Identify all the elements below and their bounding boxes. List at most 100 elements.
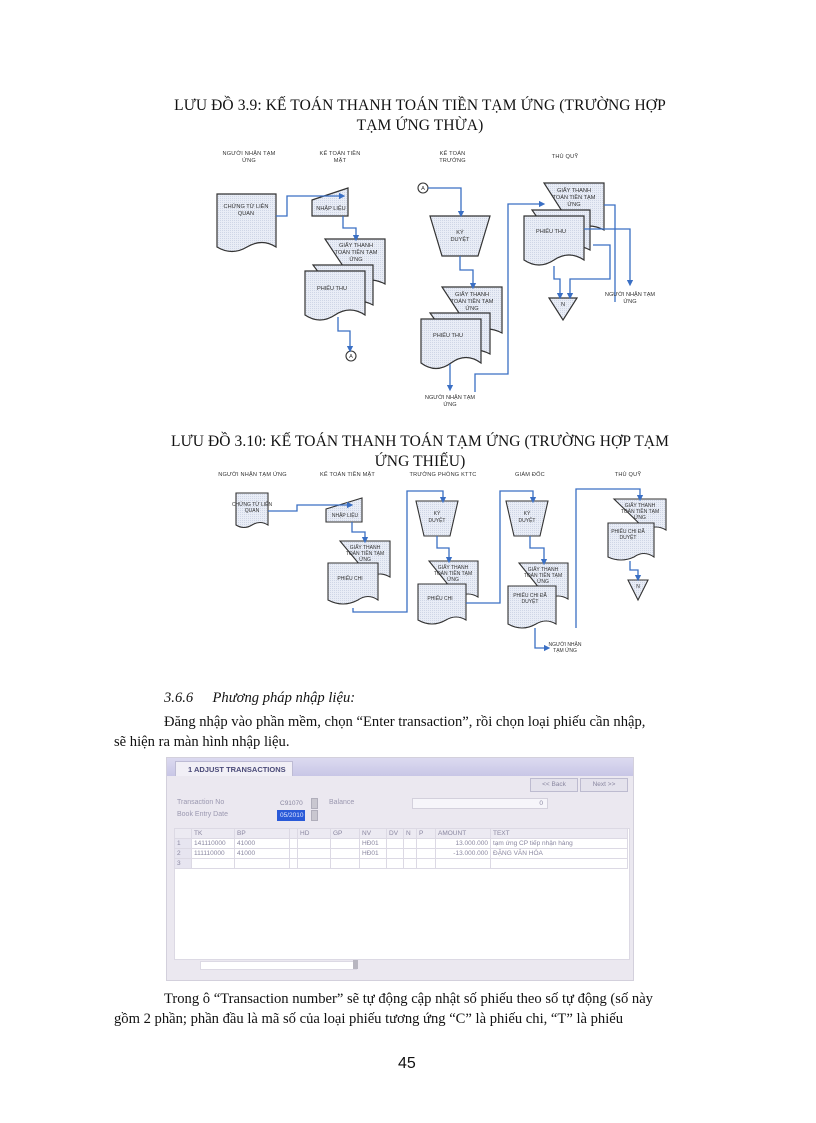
cell-sep: [289, 848, 298, 859]
shape-label: N: [636, 584, 640, 590]
next-button[interactable]: Next >>: [580, 778, 628, 792]
cell-text[interactable]: ĐẶNG VĂN HÓA: [490, 848, 628, 859]
cell-nv[interactable]: [359, 858, 387, 869]
cell-nv[interactable]: HĐ01: [359, 848, 387, 859]
diagram-3-9-title: LƯU ĐỒ 3.9: KẾ TOÁN THANH TOÁN TIỀN TẠM …: [120, 96, 720, 136]
grid-header[interactable]: N: [403, 828, 417, 839]
paragraph-line: Đăng nhập vào phần mềm, chọn “Enter tran…: [164, 714, 646, 730]
table-row[interactable]: 3: [174, 858, 628, 869]
grid-header[interactable]: AMOUNT: [435, 828, 491, 839]
cell-bp[interactable]: [234, 858, 290, 869]
cell-hd[interactable]: [297, 848, 331, 859]
balance-field[interactable]: 0: [412, 798, 548, 809]
shape-label: QUAN: [238, 211, 254, 217]
cell-sep: [289, 858, 298, 869]
cell-amount[interactable]: [435, 858, 491, 869]
book-entry-date-field[interactable]: 05/2010: [277, 810, 305, 821]
flowchart-3-9: CHỨNG TỪ LIÊN QUAN NHẬP LIỆU GIẤY THANH …: [216, 182, 656, 408]
connector-label: A: [349, 354, 353, 360]
shape-label: NGƯỜI NHẬN TẠM: [425, 394, 476, 401]
cell-amount[interactable]: 13.000.000: [435, 838, 491, 849]
cell-gp[interactable]: [330, 858, 360, 869]
table-row[interactable]: 1 141110000 41000 HĐ01 13.000.000 tạm ứn…: [174, 838, 628, 849]
book-entry-date-spinner[interactable]: [311, 810, 318, 821]
lane-label-finance-head: TRƯỞNG PHÒNG KTTC: [409, 472, 477, 478]
back-button[interactable]: << Back: [530, 778, 578, 792]
shape-label: KÝ: [524, 510, 531, 517]
grid-header[interactable]: GP: [330, 828, 360, 839]
grid-header[interactable]: HD: [297, 828, 331, 839]
shape-label: PHIẾU CHI ĐÃ: [513, 592, 547, 599]
grid-header-row: TK BP HD GP NV DV N P AMOUNT TEXT: [174, 828, 628, 839]
transaction-no-field[interactable]: C91070: [280, 800, 303, 807]
shape-label: PHIẾU THU: [317, 285, 347, 292]
lane-label-line: NGƯỜI NHẬN TẠM: [222, 151, 276, 157]
lane-label-cashier: THỦ QUỸ: [540, 154, 590, 161]
paragraph-transaction-number: Trong ô “Transaction number” sẽ tự động …: [114, 989, 724, 1029]
grid-header[interactable]: BP: [234, 828, 290, 839]
grid-header[interactable]: P: [416, 828, 436, 839]
paragraph-line: sẽ hiện ra màn hình nhập liệu.: [114, 734, 290, 750]
shape-label: ỨNG: [447, 576, 459, 583]
grid-header[interactable]: TK: [191, 828, 235, 839]
shape-label: ỨNG: [567, 201, 580, 208]
shape-label: NGƯỜI NHẬN TẠM: [605, 291, 656, 298]
shape-label: TOÁN TIỀN TẠM: [434, 570, 472, 577]
horizontal-scrollbar[interactable]: [200, 961, 357, 970]
cell-gp[interactable]: [330, 838, 360, 849]
cell-n[interactable]: [403, 838, 417, 849]
shape-label: DUYỆT: [620, 533, 637, 541]
shape-label: GIẤY THANH: [438, 564, 469, 571]
shape-label: CHỨNG TỪ LIÊN: [224, 202, 269, 210]
shape-label: QUAN: [245, 508, 260, 514]
cell-hd[interactable]: [297, 858, 331, 869]
lane-label-chief-accountant: KẾ TOÁN TRƯỞNG: [425, 151, 480, 165]
receipt-doc-lane4: [523, 215, 585, 266]
cell-dv[interactable]: [386, 858, 404, 869]
shape-label: TOÁN TIỀN TẠM: [335, 249, 378, 256]
shape-label: GIẤY THANH: [350, 544, 381, 551]
lane-label-cashier: THỦ QUỸ: [614, 472, 642, 478]
diagram-3-10-title-line2: ỨNG THIẾU): [374, 453, 466, 470]
cell-bp[interactable]: 41000: [234, 838, 290, 849]
grid-header[interactable]: TEXT: [490, 828, 628, 839]
cell-text[interactable]: tạm ứng CP tiếp nhận hàng: [490, 838, 628, 849]
receipt-doc-lane3: [420, 318, 482, 370]
grid-header[interactable]: DV: [386, 828, 404, 839]
cell-tk[interactable]: 141110000: [191, 838, 235, 849]
cell-bp[interactable]: 41000: [234, 848, 290, 859]
shape-label: TOÁN TIỀN TẠM: [553, 194, 596, 201]
cell-sep: [289, 838, 298, 849]
cell-p[interactable]: [416, 838, 436, 849]
cell-tk[interactable]: [191, 858, 235, 869]
lane-label-line: ỨNG: [242, 158, 256, 164]
adjust-transactions-window: 1 ADJUST TRANSACTIONS << Back Next >> Tr…: [166, 757, 634, 981]
cell-text[interactable]: [490, 858, 628, 869]
shape-label: PHIẾU CHI: [337, 575, 362, 582]
cell-n[interactable]: [403, 858, 417, 869]
section-title: Phương pháp nhập liệu:: [212, 690, 356, 706]
shape-label: TOÁN TIỀN TẠM: [524, 572, 562, 579]
diagram-3-9-title-line2: TẠM ỨNG THỪA): [356, 117, 484, 134]
lane-label-line: KẾ TOÁN: [439, 151, 466, 157]
cell-hd[interactable]: [297, 838, 331, 849]
shape-label: ỨNG: [443, 401, 456, 408]
transaction-no-spinner[interactable]: [311, 798, 318, 809]
tab-adjust-transactions[interactable]: 1 ADJUST TRANSACTIONS: [175, 761, 293, 776]
cell-dv[interactable]: [386, 848, 404, 859]
cell-gp[interactable]: [330, 848, 360, 859]
shape-label: DUYỆT: [451, 235, 471, 243]
table-row[interactable]: 2 111110000 41000 HĐ01 -13.000.000 ĐẶNG …: [174, 848, 628, 859]
scrollbar-thumb[interactable]: [353, 960, 358, 969]
receipt-doc-lane2: [304, 270, 366, 321]
cell-nv[interactable]: HĐ01: [359, 838, 387, 849]
cell-p[interactable]: [416, 848, 436, 859]
cell-tk[interactable]: 111110000: [191, 848, 235, 859]
cell-amount[interactable]: -13.000.000: [435, 848, 491, 859]
cell-dv[interactable]: [386, 838, 404, 849]
shape-label: GIẤY THANH: [528, 566, 559, 573]
cell-n[interactable]: [403, 848, 417, 859]
grid-header[interactable]: NV: [359, 828, 387, 839]
cell-p[interactable]: [416, 858, 436, 869]
shape-label: TOÁN TIỀN TẠM: [451, 298, 494, 305]
